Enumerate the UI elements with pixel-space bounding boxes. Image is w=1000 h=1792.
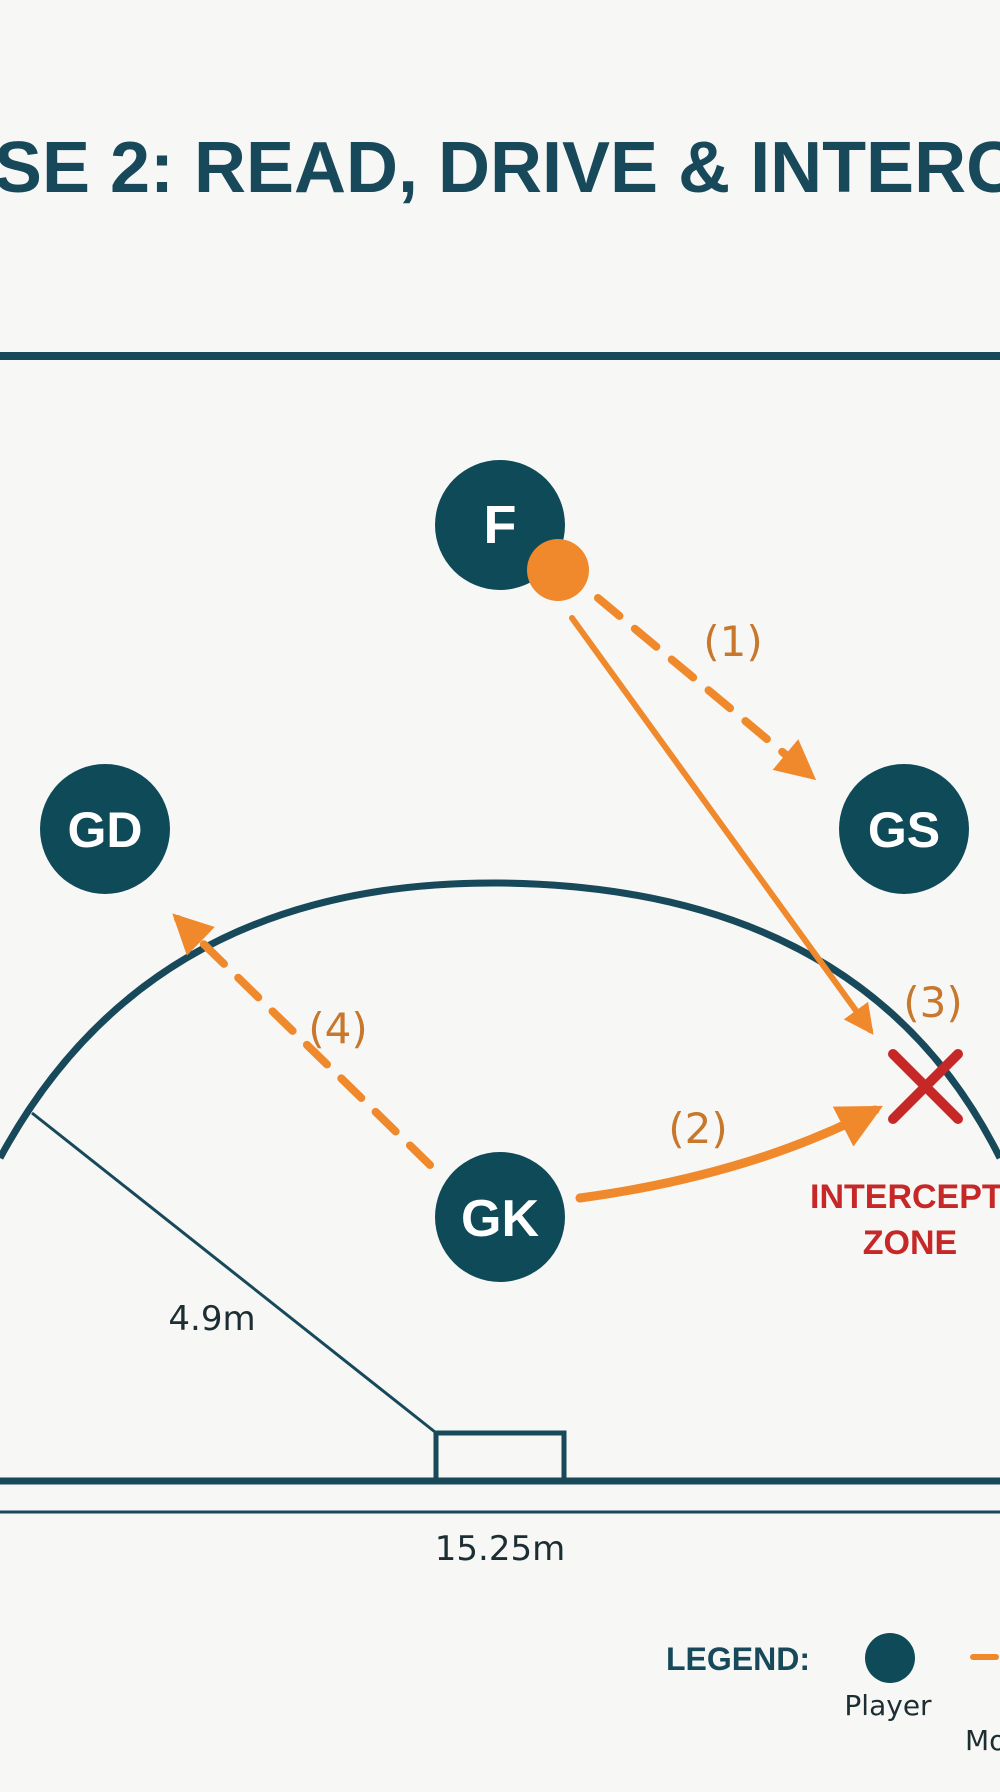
- step-label-3: (3): [903, 978, 963, 1027]
- player-f-label: F: [484, 495, 517, 555]
- drive-arrow-2: [575, 1105, 883, 1203]
- intercept-zone-line2: ZONE: [863, 1224, 957, 1262]
- player-gd: GD: [40, 764, 170, 894]
- width-measurement: 15.25m: [435, 1529, 565, 1569]
- ball-icon: [527, 539, 589, 601]
- step-label-1: (1): [703, 617, 763, 666]
- x-mark-icon: [888, 1049, 963, 1124]
- shooting-circle: [0, 879, 1000, 1160]
- radius-measurement: 4.9m: [168, 1299, 255, 1339]
- pass-arrow-1: [594, 594, 817, 781]
- pass-arrow-4: [172, 913, 434, 1169]
- player-gk: GK: [435, 1152, 565, 1282]
- player-gd-label: GD: [68, 802, 143, 858]
- intercept-zone-line1: INTERCEPT: [810, 1178, 1000, 1216]
- drive-arrow-3: [569, 615, 874, 1035]
- step-label-4: (4): [308, 1004, 368, 1053]
- page-title: PHASE 2: READ, DRIVE & INTERCEPT: [0, 128, 1000, 208]
- goal-post-box: [433, 1430, 567, 1484]
- player-gk-label: GK: [461, 1190, 539, 1248]
- circle-icon: [865, 1633, 915, 1683]
- legend-title: LEGEND:: [666, 1641, 810, 1677]
- legend-player-label: Player: [844, 1689, 932, 1722]
- legend-movement-label: Mo: [965, 1724, 1000, 1757]
- player-gs-label: GS: [868, 802, 940, 858]
- player-gs: GS: [839, 764, 969, 894]
- step-label-2: (2): [668, 1104, 728, 1153]
- radius-line: [31, 1111, 436, 1434]
